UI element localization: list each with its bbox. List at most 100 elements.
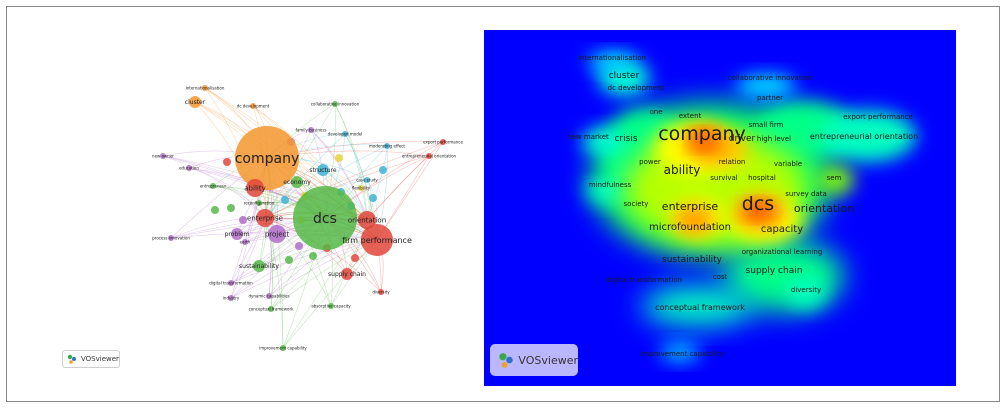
density-label-extent: extent — [679, 112, 702, 120]
density-label-small-firm: small firm — [749, 121, 784, 129]
node-improvement-capability — [280, 345, 286, 351]
node-economy — [291, 176, 303, 188]
node-label-orientation: orientation — [348, 216, 386, 224]
node-cluster — [189, 96, 201, 108]
density-label-organizational-learning: organizational learning — [742, 248, 823, 256]
network-edge — [162, 155, 266, 219]
node-industry — [228, 295, 234, 301]
vosviewer-logo-label: VOSviewer — [518, 353, 578, 367]
density-label-survival: survival — [710, 174, 737, 182]
node-company — [235, 126, 299, 190]
node-flexibility — [358, 185, 364, 191]
density-label-entrepreneurial-orientation: entrepreneurial orientation — [810, 132, 918, 141]
network-node-minor — [227, 204, 235, 212]
node-developed-model — [342, 131, 348, 137]
node-orientation — [358, 211, 376, 229]
density-label-partner: partner — [757, 94, 783, 102]
node-dynamic-capabilities — [266, 293, 272, 299]
node-label-entrepreneur: entrepreneur — [200, 183, 227, 188]
node-dcs — [293, 186, 357, 250]
network-node-minor — [295, 242, 303, 250]
node-family-business — [308, 127, 314, 133]
node-label-internationalisation: internationalisation — [186, 85, 225, 90]
density-label-crisis: crisis — [614, 134, 637, 144]
node-label-ability: ability — [244, 184, 265, 192]
network-edge — [264, 217, 284, 349]
network-edge — [264, 217, 332, 307]
network-edge — [264, 141, 444, 219]
network-edge — [252, 105, 368, 221]
node-label-diversity: diversity — [372, 289, 390, 294]
node-education — [186, 165, 192, 171]
node-label-export-performance: export performance — [423, 139, 463, 144]
network-edge — [366, 145, 388, 221]
node-label-collaborative-innovation: collaborative innovation — [311, 101, 360, 106]
node-label-structure: structure — [309, 167, 337, 174]
node-label-flexibility: flexibility — [352, 185, 371, 190]
network-edge — [264, 155, 430, 219]
node-label-dynamic-capabilities: dynamic capabilities — [248, 293, 289, 298]
node-diversity — [378, 289, 384, 295]
network-nodes — [160, 85, 446, 351]
density-label-collaborative-innovation: collaborative innovation — [728, 74, 813, 82]
node-digital-transformation — [228, 280, 234, 286]
node-label-problem: problem — [225, 231, 250, 238]
network-edge — [366, 155, 430, 221]
node-label-conceptual-framework: conceptual framework — [249, 306, 295, 311]
vosviewer-logo-icon — [67, 354, 76, 364]
vosviewer-logo-small: VOSviewer — [62, 350, 120, 368]
density-blob — [820, 110, 916, 162]
node-sustainability — [253, 260, 265, 272]
network-node-minor — [285, 256, 293, 264]
node-supply-chain — [341, 268, 353, 280]
density-label-internationalisation: internationalisation — [578, 54, 646, 62]
node-absorptive-capacity — [328, 303, 334, 309]
node-label-project: project — [265, 230, 290, 238]
network-edge — [268, 219, 368, 297]
density-label-microfoundation: microfoundation — [649, 222, 731, 233]
node-label-firm-performance: firm performance — [342, 236, 412, 245]
network-edge — [270, 219, 368, 310]
density-blob — [660, 342, 700, 362]
density-blob — [586, 176, 630, 204]
density-label-export-performance: export performance — [843, 113, 913, 121]
density-label-dc-development: dc development — [608, 84, 665, 92]
network-node-minor — [211, 206, 219, 214]
density-blob — [582, 128, 626, 156]
network-node-minor — [335, 154, 343, 162]
density-blob — [692, 132, 712, 148]
node-label-digital-transformation: digital transformation — [209, 280, 253, 285]
density-label-enterprise: enterprise — [662, 200, 719, 213]
network-edge — [310, 129, 368, 221]
density-blob — [642, 286, 754, 326]
node-label-education: education — [179, 165, 199, 170]
density-label-cost: cost — [713, 273, 728, 281]
node-firm-performance — [361, 224, 393, 256]
node-reconfiguration — [256, 200, 262, 206]
density-label-ability: ability — [664, 163, 701, 177]
network-edge — [188, 167, 266, 219]
network-edge — [264, 103, 336, 219]
vosviewer-logo-icon — [499, 353, 513, 368]
node-label-developed-model: developed model — [328, 131, 363, 136]
node-ability — [246, 179, 264, 197]
density-label-sustainability: sustainability — [662, 255, 723, 265]
node-label-economy: economy — [283, 179, 311, 186]
node-label-new-owner: new owner — [152, 153, 174, 158]
node-project — [268, 225, 286, 243]
node-label-reconfiguration: reconfiguration — [244, 200, 275, 205]
node-label-absorptive-capacity: absorptive capacity — [311, 303, 351, 308]
vosviewer-logo-label: VOSviewer — [81, 355, 119, 363]
network-node-minor — [351, 254, 359, 262]
density-blob — [746, 202, 770, 218]
density-label-mindfulness: mindfulness — [589, 181, 632, 189]
node-new-owner — [160, 153, 166, 159]
node-export-performance — [440, 139, 446, 145]
node-label-industry: industry — [223, 295, 240, 300]
node-earth — [242, 239, 248, 245]
density-label-high-level: high level — [757, 135, 791, 143]
node-moderating-effect — [384, 143, 390, 149]
